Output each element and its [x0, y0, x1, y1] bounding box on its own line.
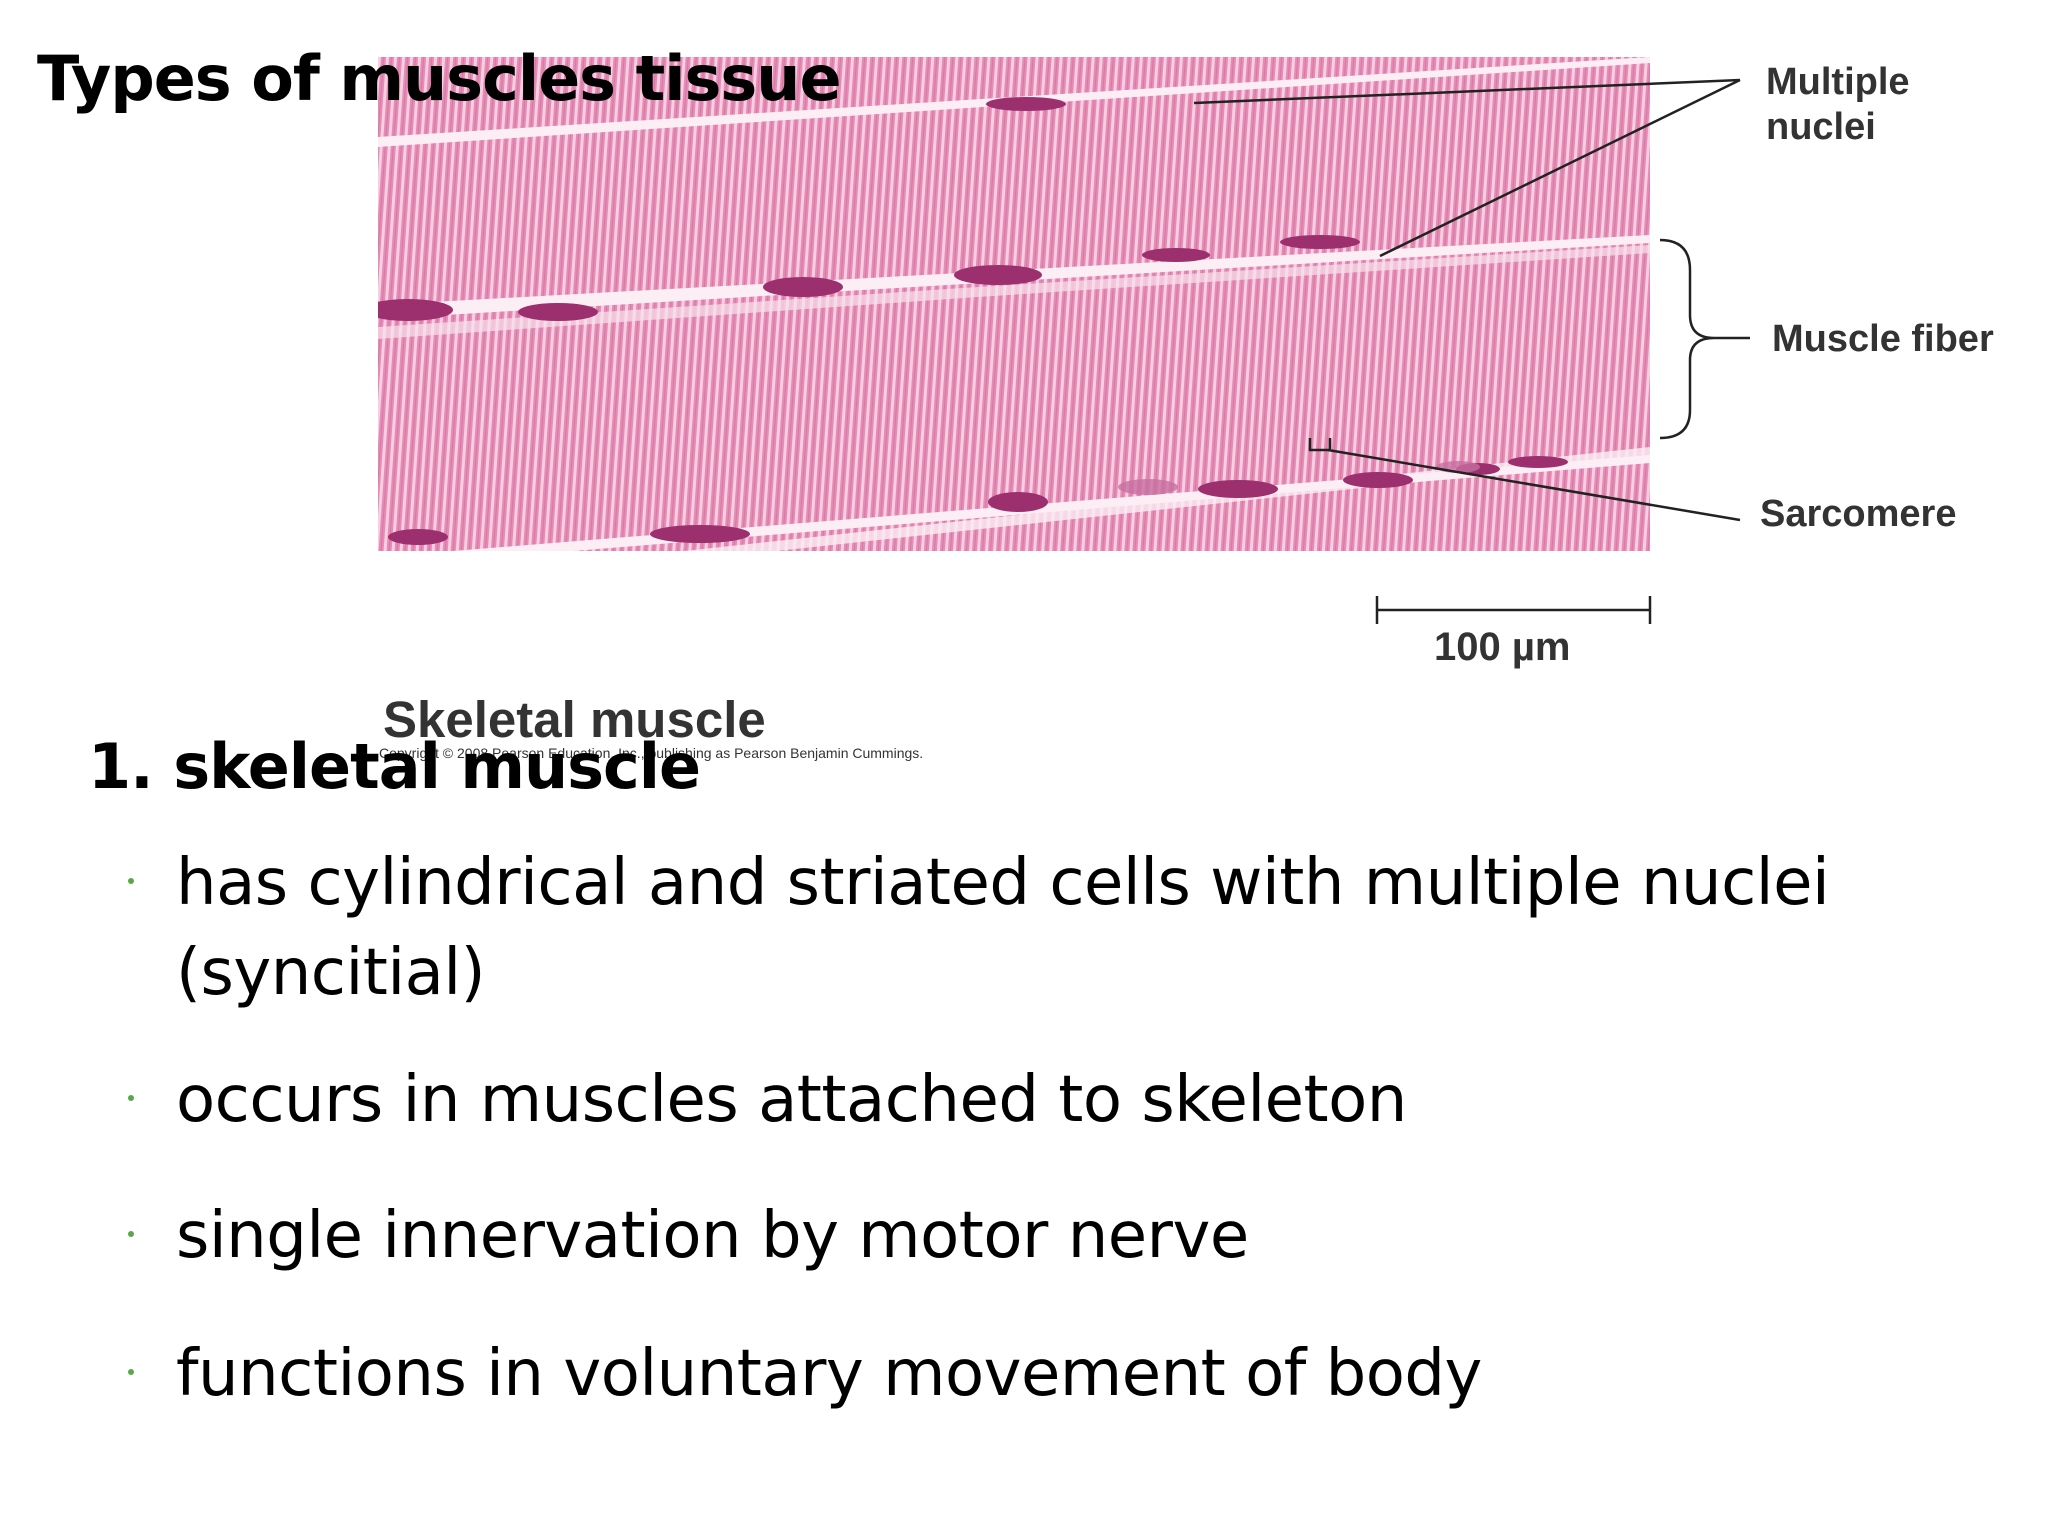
bullet-text: single innervation by motor nerve — [176, 1199, 1249, 1273]
multiple-nuclei-label: Multiple nuclei — [1766, 61, 1910, 148]
sarcomere-label: Sarcomere — [1760, 493, 1957, 535]
bullet-item: functions in voluntary movement of body — [118, 1329, 2018, 1419]
bullet-text: functions in voluntary movement of body — [176, 1337, 1482, 1411]
figure-copyright: Copyright © 2008 Pearson Education, Inc.… — [379, 745, 924, 761]
bullet-text: occurs in muscles attached to skeleton — [176, 1063, 1407, 1137]
muscle-fiber-label: Muscle fiber — [1772, 318, 1994, 360]
sarcomere-pointer-line — [1327, 448, 1741, 522]
bullet-dot-icon — [128, 1231, 134, 1237]
figure-caption: Skeletal muscle — [383, 691, 766, 748]
bullet-dot-icon — [128, 1369, 134, 1375]
nuclei-pointer-line — [1193, 78, 1741, 105]
nuclei-pointer-line — [1379, 78, 1741, 258]
bullet-item: has cylindrical and striated cells with … — [118, 838, 2018, 1018]
bullet-dot-icon — [128, 878, 134, 884]
bullet-item: occurs in muscles attached to skeleton — [118, 1055, 2018, 1145]
slide-title: Types of muscles tissue — [37, 42, 841, 115]
section-heading: 1. skeletal muscle — [88, 730, 701, 803]
muscle-fiber-bracket — [1659, 238, 1750, 440]
bullet-dot-icon — [128, 1095, 134, 1101]
bullet-item: single innervation by motor nerve — [118, 1191, 2018, 1281]
bullet-list: has cylindrical and striated cells with … — [118, 838, 2018, 1419]
scale-bar-label: 100 µm — [1434, 625, 1571, 669]
sarcomere-marker — [1308, 438, 1332, 452]
skeletal-muscle-micrograph — [378, 57, 1650, 551]
bullet-text: has cylindrical and striated cells with … — [176, 846, 1830, 1010]
